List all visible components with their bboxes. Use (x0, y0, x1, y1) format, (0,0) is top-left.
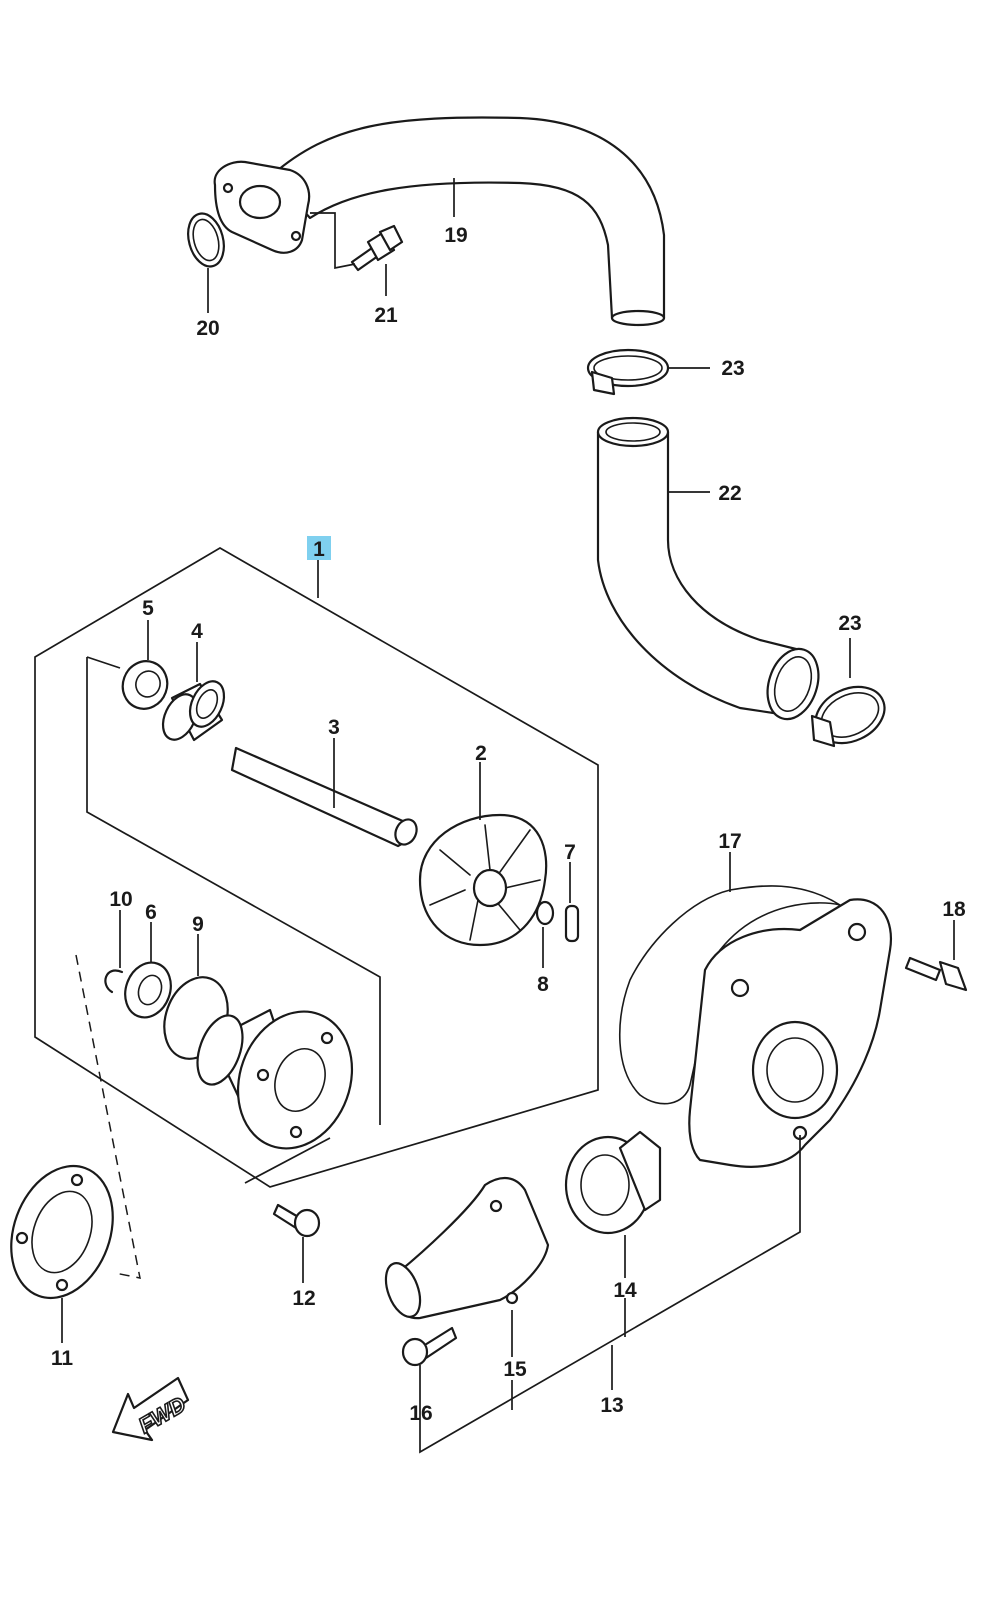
screw-12 (272, 1203, 321, 1238)
screw-16 (401, 1326, 458, 1367)
callout-6: 6 (145, 901, 157, 924)
circlip-10 (104, 969, 124, 994)
callout-22: 22 (718, 482, 741, 505)
callout-4: 4 (191, 620, 203, 643)
callout-3: 3 (328, 716, 340, 739)
pin-7 (564, 904, 580, 943)
pump-housing (196, 1008, 354, 1150)
callout-1-highlight (307, 536, 331, 560)
hose-clamp-23-upper (586, 348, 670, 396)
gasket-11 (10, 1164, 114, 1300)
callout-2: 2 (475, 742, 487, 765)
callout-8: 8 (537, 973, 549, 996)
bearing-6 (124, 961, 172, 1019)
mechanical-seal-4 (161, 680, 226, 742)
callout-21: 21 (374, 304, 398, 327)
impeller-2 (418, 813, 548, 947)
callout-18: 18 (942, 898, 966, 921)
callout-23-upper: 23 (721, 357, 744, 380)
callout-10: 10 (109, 888, 132, 911)
callout-12: 12 (292, 1287, 315, 1310)
callout-9: 9 (192, 913, 204, 936)
fwd-direction-arrow: FWD (111, 1376, 191, 1442)
callout-5: 5 (142, 597, 154, 620)
pump-shaft-3 (230, 746, 418, 848)
callout-16: 16 (409, 1402, 432, 1425)
leader-lines (61, 178, 955, 1454)
oil-seal-5 (121, 660, 169, 710)
bolt-21 (350, 224, 404, 272)
callout-1: 1 (313, 538, 325, 561)
hose-clamp-23-lower (810, 685, 886, 748)
thermostat-14 (564, 1130, 662, 1235)
bolt-18 (904, 956, 968, 992)
thermostat-housing-cover (688, 898, 893, 1168)
cover-15 (384, 1177, 550, 1320)
callout-23-lower: 23 (838, 612, 861, 635)
o-ring-20 (187, 212, 225, 268)
outlet-pipe-19 (213, 116, 666, 327)
hose-22 (596, 416, 820, 721)
water-pump-kit-1-frame (34, 547, 599, 1279)
callout-11: 11 (51, 1347, 74, 1370)
callout-17: 17 (718, 830, 741, 853)
callout-19: 19 (444, 224, 467, 247)
callout-7: 7 (564, 841, 576, 864)
o-ring-8 (535, 900, 555, 926)
callout-14: 14 (613, 1279, 637, 1302)
callout-13: 13 (600, 1394, 623, 1417)
callout-20: 20 (196, 317, 219, 340)
callout-15: 15 (503, 1358, 527, 1381)
o-ring-17 (618, 885, 841, 1105)
